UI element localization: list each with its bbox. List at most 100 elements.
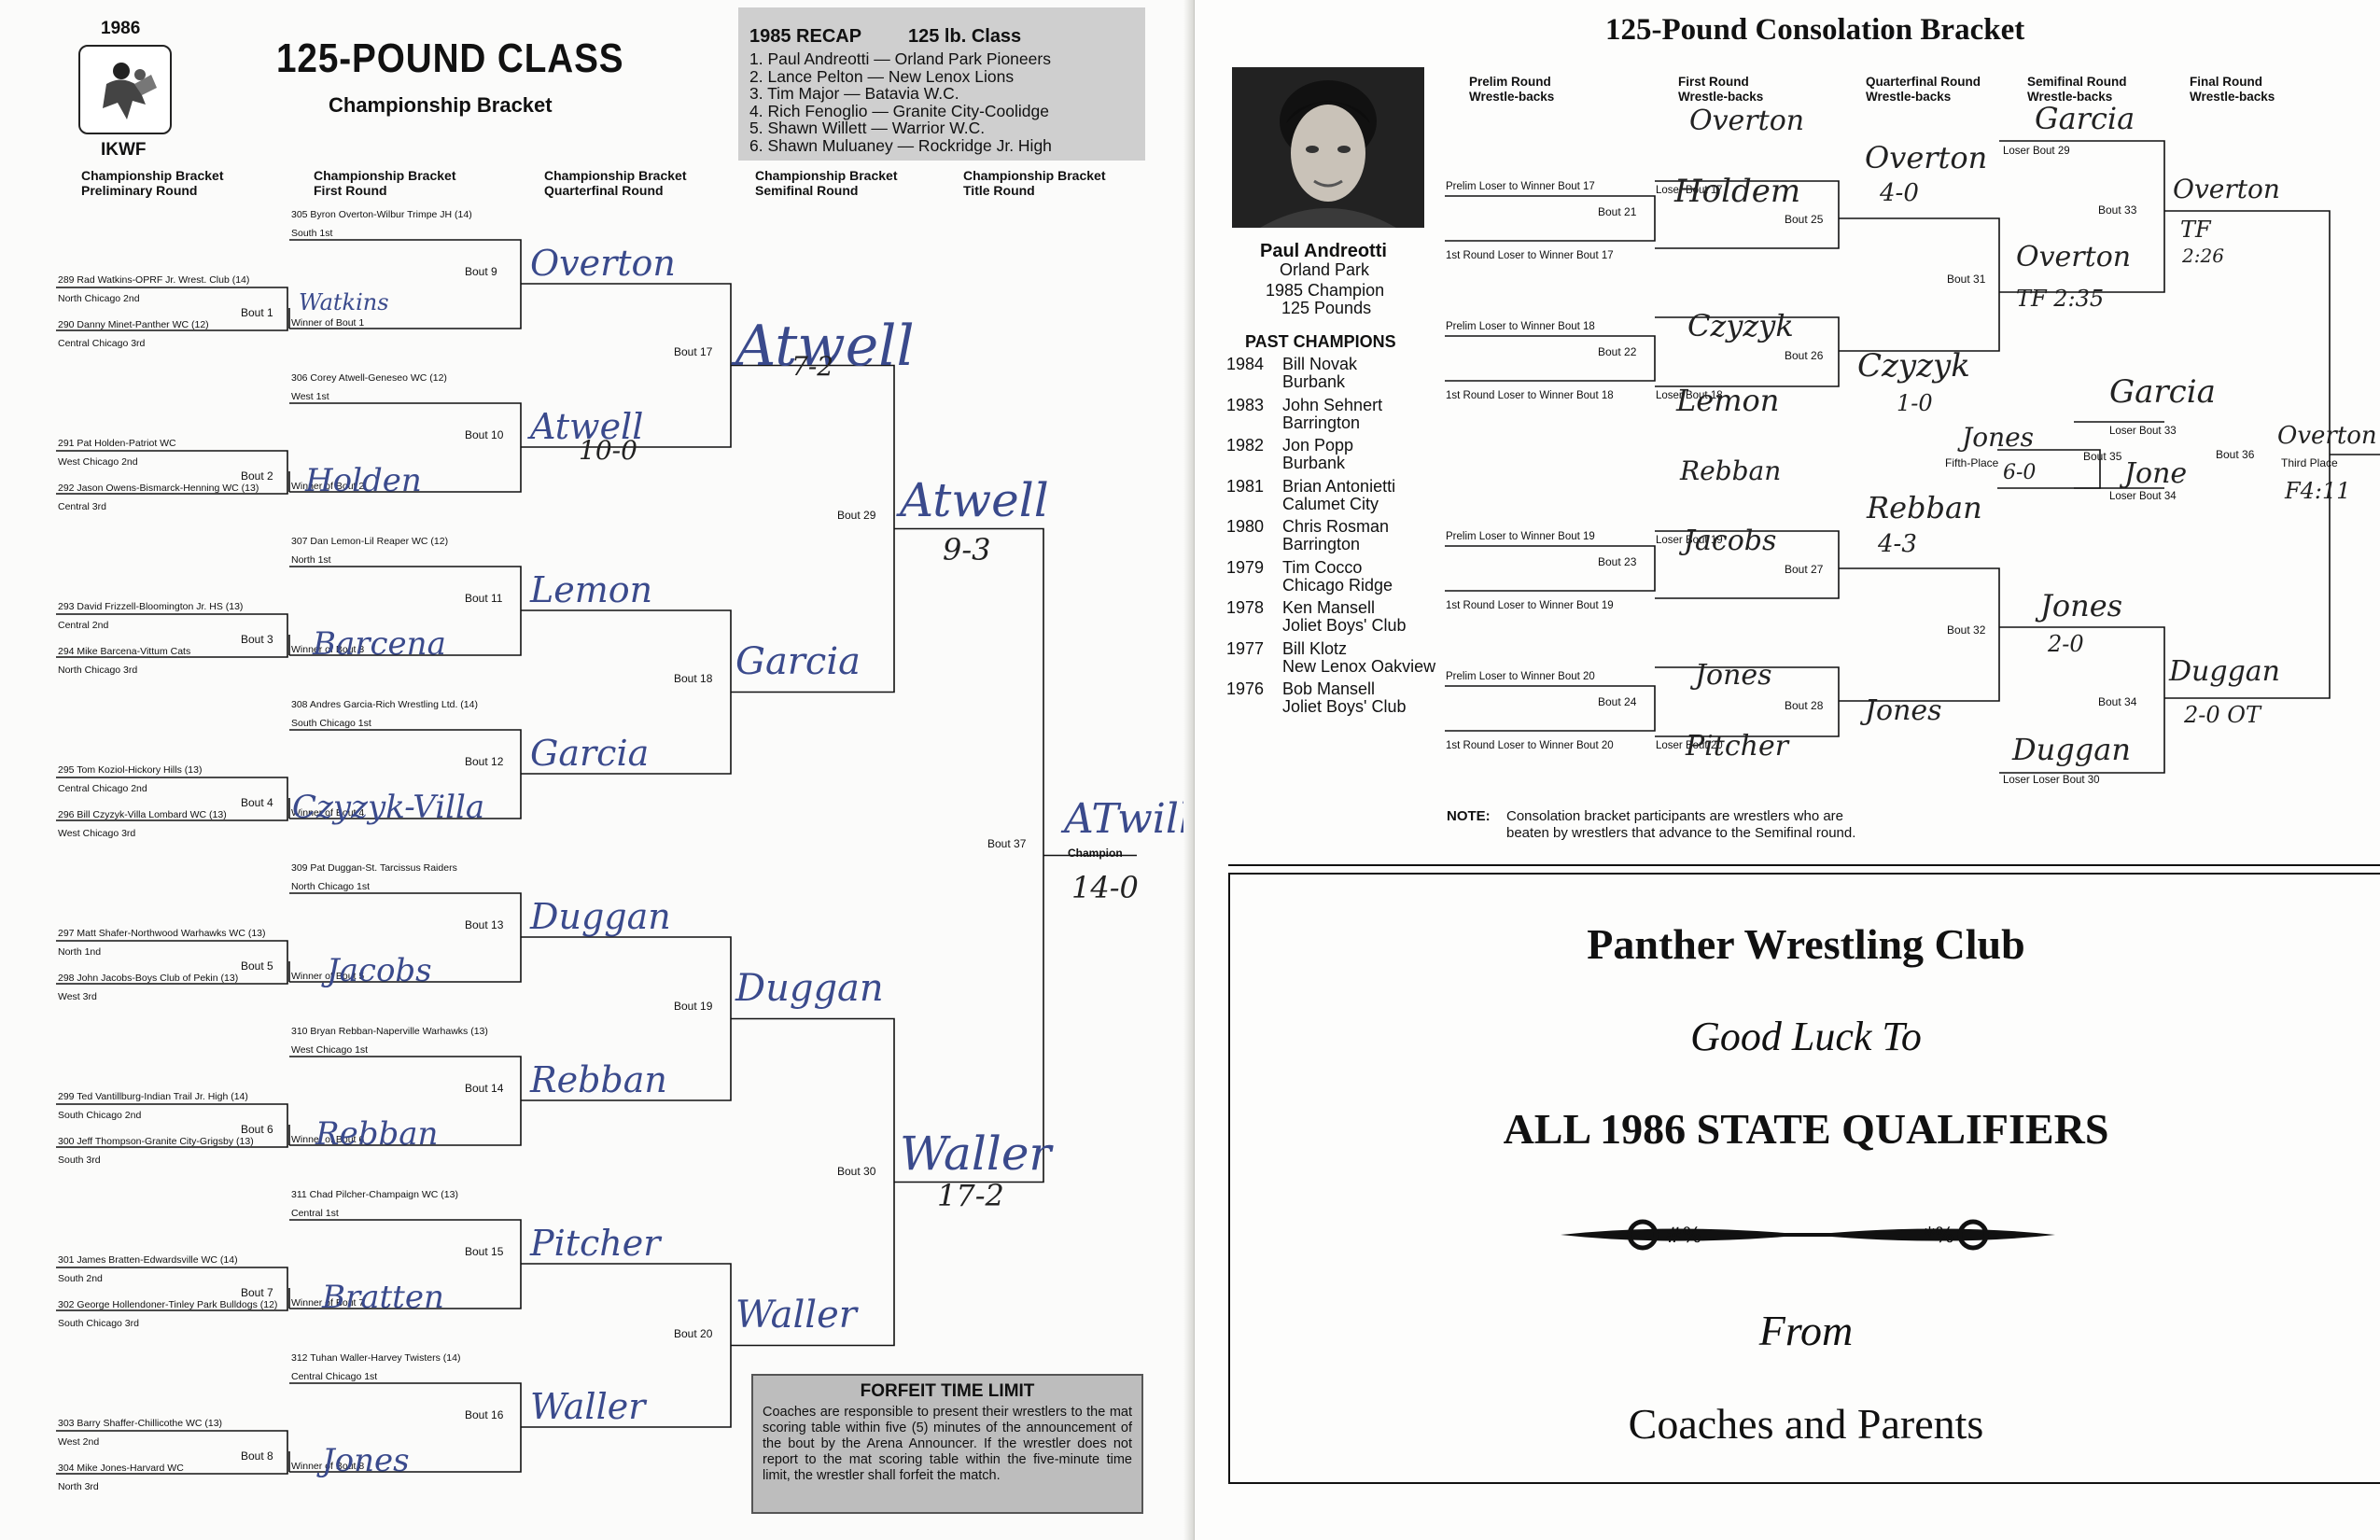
- handwritten-entry: Overton: [2277, 422, 2377, 450]
- past-champions-heading: PAST CHAMPIONS: [1245, 332, 1396, 351]
- handwritten-entry: Overton: [2173, 174, 2280, 204]
- champion-line1: 1985 Champion: [1266, 281, 1385, 300]
- handwritten-entry: Jone: [2124, 457, 2188, 490]
- handwritten-first-round-winner: Pitcher: [530, 1223, 661, 1264]
- past-champion-name: Chris Rosman: [1282, 517, 1390, 536]
- past-champion-town: Barrington: [1282, 535, 1361, 553]
- past-champion-year: 1977: [1226, 638, 1265, 658]
- quarter-bout-label: Bout 17: [674, 345, 713, 358]
- handwritten-entry: TF: [2180, 217, 2211, 243]
- bracket-line: [1445, 545, 1656, 592]
- prelim-wrestler-a: 293 David Frizzell-Bloomington Jr. HS (1…: [58, 601, 244, 612]
- prelim-region-b: West Chicago 3rd: [58, 828, 136, 839]
- prelim-region-b: North Chicago 3rd: [58, 665, 138, 676]
- first-round-region: West 1st: [291, 391, 329, 402]
- handwritten-first-round-winner: Waller: [530, 1386, 646, 1427]
- first-round-wrestler: 305 Byron Overton-Wilbur Trimpe JH (14): [291, 209, 472, 220]
- prelim-region-a: West 2nd: [58, 1436, 100, 1448]
- handwritten-entry: Duggan: [2012, 732, 2131, 767]
- prelim-wrestler-a: 297 Matt Shafer-Northwood Warhawks WC (1…: [58, 928, 266, 939]
- prelim-region-a: South Chicago 2nd: [58, 1110, 142, 1121]
- ikwf-logo: [78, 45, 172, 134]
- first-round-bout-label: Bout 9: [465, 265, 497, 278]
- first-round-winner-label: Winner of Bout 6: [291, 1134, 365, 1145]
- prelim-wrestler-b: 294 Mike Barcena-Vittum Cats: [58, 646, 191, 657]
- column-header: Prelim Round Wrestle-backs: [1469, 75, 1555, 104]
- handwritten-first-round-winner: Rebban: [530, 1059, 667, 1100]
- handwritten-entry: Jacobs: [1684, 525, 1777, 557]
- handwritten-semi-winner: Atwell: [900, 472, 1049, 527]
- bracket-line: [56, 1103, 288, 1148]
- first-wrestleback-bout: Bout 26: [1785, 349, 1824, 362]
- champion-town: Orland Park: [1280, 260, 1370, 279]
- handwritten-entry: 2-0 OT: [2184, 702, 2261, 728]
- prelim-wrestler-a: 291 Pat Holden-Patriot WC: [58, 438, 176, 449]
- past-champion-name: Bill Novak: [1282, 355, 1358, 373]
- recap-list: 1. Paul Andreotti — Orland Park Pioneers…: [749, 50, 1052, 154]
- prelim-bout-label: Bout 4: [241, 796, 273, 809]
- first-round-region: North 1st: [291, 554, 331, 566]
- prelim-region-a: Central Chicago 2nd: [58, 783, 147, 794]
- right-page: 125-Pound Consolation Bracket Paul Andre…: [1195, 0, 2380, 1540]
- note-text: Consolation bracket participants are wre…: [1506, 808, 1856, 841]
- handwritten-entry: 1-0: [1897, 390, 1933, 416]
- bracket-line: [1997, 449, 2101, 489]
- first-round-winner-label: Winner of Bout 4: [291, 807, 365, 819]
- first-round-bout-label: Bout 15: [465, 1245, 504, 1258]
- first-wrestleback-label: 1st Round Loser to Winner Bout 20: [1446, 740, 1614, 751]
- recap-item: 3. Tim Major — Batavia W.C.: [749, 84, 959, 103]
- past-champion-year: 1983: [1226, 395, 1265, 414]
- first-round-bout-label: Bout 16: [465, 1408, 504, 1421]
- bracket-line: [1655, 180, 1840, 249]
- handwritten-entry: 2:26: [2182, 245, 2224, 267]
- past-champion-year: 1982: [1226, 436, 1265, 455]
- handwritten-champion-score: 14-0: [1071, 870, 1139, 905]
- handwritten-champion: ATwill: [1064, 795, 1193, 843]
- handwritten-entry: Czyzyk: [1857, 347, 1970, 385]
- champion-label: Champion: [1068, 847, 1123, 860]
- handwritten-entry: Lemon: [1676, 383, 1780, 418]
- handwritten-first-round-winner: Lemon: [530, 569, 653, 610]
- handwritten-quarter-winner: Waller: [735, 1293, 857, 1337]
- handwritten-entry: 4-3: [1878, 530, 1917, 558]
- champion-photo: [1232, 67, 1424, 228]
- prelim-wrestleback-label: Prelim Loser to Winner Bout 20: [1446, 671, 1595, 682]
- handwritten-entry: Jones: [1865, 694, 1942, 727]
- handwritten-entry: Jones: [2040, 588, 2123, 623]
- org-name: IKWF: [101, 140, 147, 160]
- forfeit-title: FORFEIT TIME LIMIT: [860, 1381, 1035, 1401]
- fifth-place-bout: Bout 35: [2083, 450, 2122, 463]
- bracket-line: [894, 527, 1044, 1183]
- page-subtitle: Championship Bracket: [329, 93, 553, 117]
- past-champion-town: Burbank: [1282, 372, 1346, 391]
- column-header: First Round Wrestle-backs: [1678, 75, 1764, 104]
- first-round-wrestler: 306 Corey Atwell-Geneseo WC (12): [291, 372, 447, 384]
- first-round-bout-label: Bout 13: [465, 918, 504, 931]
- past-champion-year: 1979: [1226, 557, 1265, 577]
- prelim-bout-label: Bout 7: [241, 1286, 273, 1299]
- past-champion-name: Bob Mansell: [1282, 679, 1376, 698]
- bracket-line: [1999, 140, 2165, 293]
- bracket-line: [56, 287, 288, 331]
- prelim-bout-label: Bout 3: [241, 633, 273, 646]
- past-champion-town: New Lenox Oakview: [1282, 656, 1436, 676]
- quarter-wrestleback-bout: Bout 32: [1947, 623, 1986, 637]
- bracket-line: [1445, 335, 1656, 382]
- handwritten-first-round-winner: Garcia: [530, 733, 650, 774]
- loser-label: Loser Loser Bout 30: [2003, 775, 2100, 786]
- first-round-bout-label: Bout 10: [465, 428, 504, 441]
- handwritten-score: 10-0: [579, 435, 637, 466]
- note-label: NOTE:: [1447, 808, 1491, 824]
- handwritten-entry: 4-0: [1880, 179, 1919, 207]
- recap-heading-a: 1985 RECAP: [749, 26, 862, 47]
- bracket-line: [56, 1430, 288, 1475]
- past-champion-year: 1980: [1226, 517, 1265, 536]
- ad-from: From: [1758, 1307, 1854, 1354]
- semi-wrestleback-bout: Bout 34: [2098, 695, 2137, 708]
- prelim-wrestler-b: 304 Mike Jones-Harvard WC: [58, 1463, 184, 1474]
- prelim-bout-label: Bout 2: [241, 469, 273, 483]
- past-champion-year: 1976: [1226, 679, 1265, 698]
- handwritten-prelim-winner: Czyzyk-Villa: [292, 789, 485, 826]
- forfeit-box: FORFEIT TIME LIMIT Coaches are responsib…: [751, 1374, 1143, 1514]
- first-round-wrestler: 308 Andres Garcia-Rich Wrestling Ltd. (1…: [291, 699, 478, 710]
